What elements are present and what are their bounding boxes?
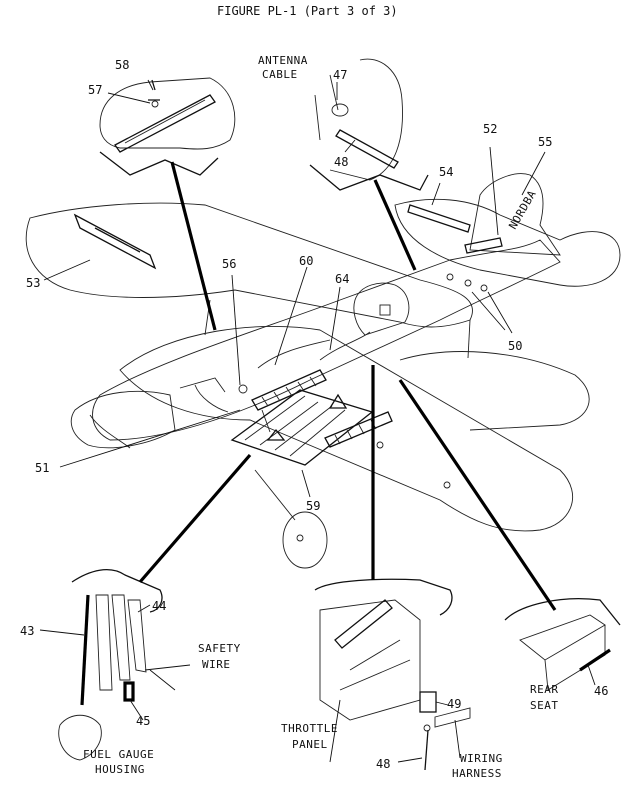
cable-64 — [319, 331, 371, 361]
label-safety-line2: WIRE — [202, 658, 231, 671]
headrest-panel — [379, 304, 391, 316]
wheel-hub — [296, 534, 304, 542]
part-46 — [579, 648, 611, 672]
fastener-tail-1 — [446, 273, 454, 281]
landing-wheel — [282, 511, 328, 569]
landing-gear-leg — [254, 469, 296, 521]
fastener-tail-2 — [464, 279, 472, 287]
part-43 — [80, 594, 90, 706]
inset-fuel-gauge — [58, 453, 252, 761]
fastener-gear — [443, 481, 451, 489]
cable-60 — [257, 339, 331, 369]
callout-53: 53 — [26, 276, 40, 290]
fastener-tail-3 — [480, 284, 488, 292]
callout-56: 56 — [222, 257, 236, 271]
horizontal-stabilizer — [394, 198, 621, 287]
callout-52: 52 — [483, 122, 497, 136]
fastener-56 — [238, 384, 248, 394]
pointer-antenna — [373, 179, 417, 271]
vertical-fin — [469, 173, 561, 256]
label-fuel-line2: HOUSING — [95, 763, 145, 776]
lower-wing-right — [399, 351, 590, 431]
label-wiring-line1: WIRING — [460, 752, 503, 765]
fuselage — [92, 239, 561, 441]
callout-43: 43 — [20, 624, 34, 638]
fitting-stem — [261, 409, 271, 433]
label-safety-line1: SAFETY — [198, 642, 241, 655]
figure-title: FIGURE PL-1 (Part 3 of 3) — [217, 4, 398, 18]
callout-46: 46 — [594, 684, 608, 698]
pointer-top-left — [170, 161, 217, 331]
callout-54: 54 — [439, 165, 453, 179]
label-antenna-line1: ANTENNA — [258, 54, 308, 67]
fitting-1 — [328, 393, 348, 409]
fastener-wing — [376, 441, 384, 449]
part-52-plate — [464, 237, 503, 254]
ribs-1 — [261, 376, 317, 407]
callout-64: 64 — [335, 272, 349, 286]
part-ribbed-strip-1 — [251, 369, 327, 411]
callout-50: 50 — [508, 339, 522, 353]
inset-rear-seat — [398, 379, 621, 691]
callout-44: 44 — [152, 599, 166, 613]
callout-57: 57 — [88, 83, 102, 97]
label-fuel-line1: FUEL GAUGE — [83, 748, 154, 761]
headrest — [353, 282, 410, 336]
floor-panel-hatch — [244, 395, 346, 457]
part-54-strip — [407, 204, 471, 233]
label-throttle-line2: PANEL — [292, 738, 328, 751]
part-53-strip — [73, 213, 157, 270]
biplane-outline — [25, 173, 621, 569]
callout-51: 51 — [35, 461, 49, 475]
callout-60: 60 — [299, 254, 313, 268]
nose — [70, 390, 176, 449]
label-throttle-line1: THROTTLE — [281, 722, 338, 735]
callout-48-bottom: 48 — [376, 757, 390, 771]
part-48-lower — [424, 729, 429, 771]
callout-47: 47 — [333, 68, 347, 82]
callout-45: 45 — [136, 714, 150, 728]
label-rear-line2: SEAT — [530, 699, 559, 712]
wing-detail — [179, 377, 226, 393]
callout-55: 55 — [538, 135, 552, 149]
callout-58: 58 — [115, 58, 129, 72]
callout-48-top: 48 — [334, 155, 348, 169]
leader-lines — [39, 79, 596, 763]
fitting-2 — [266, 428, 286, 441]
part-ribbed-strip-2 — [324, 411, 393, 448]
upper-wing — [25, 202, 473, 328]
inset-antenna — [309, 58, 429, 271]
ribs-2 — [334, 419, 377, 445]
pointer-fuel — [138, 453, 252, 584]
part-45 — [123, 681, 135, 702]
inset-throttle — [314, 365, 471, 771]
strut-right — [467, 319, 471, 359]
part-49 — [419, 691, 437, 713]
label-antenna-line2: CABLE — [262, 68, 298, 81]
callout-49: 49 — [447, 697, 461, 711]
label-wiring-line2: HARNESS — [452, 767, 502, 780]
label-rear-line1: REAR — [530, 683, 559, 696]
callout-59: 59 — [306, 499, 320, 513]
pointer-rear-seat — [398, 379, 557, 611]
inset-top-left — [99, 77, 236, 331]
